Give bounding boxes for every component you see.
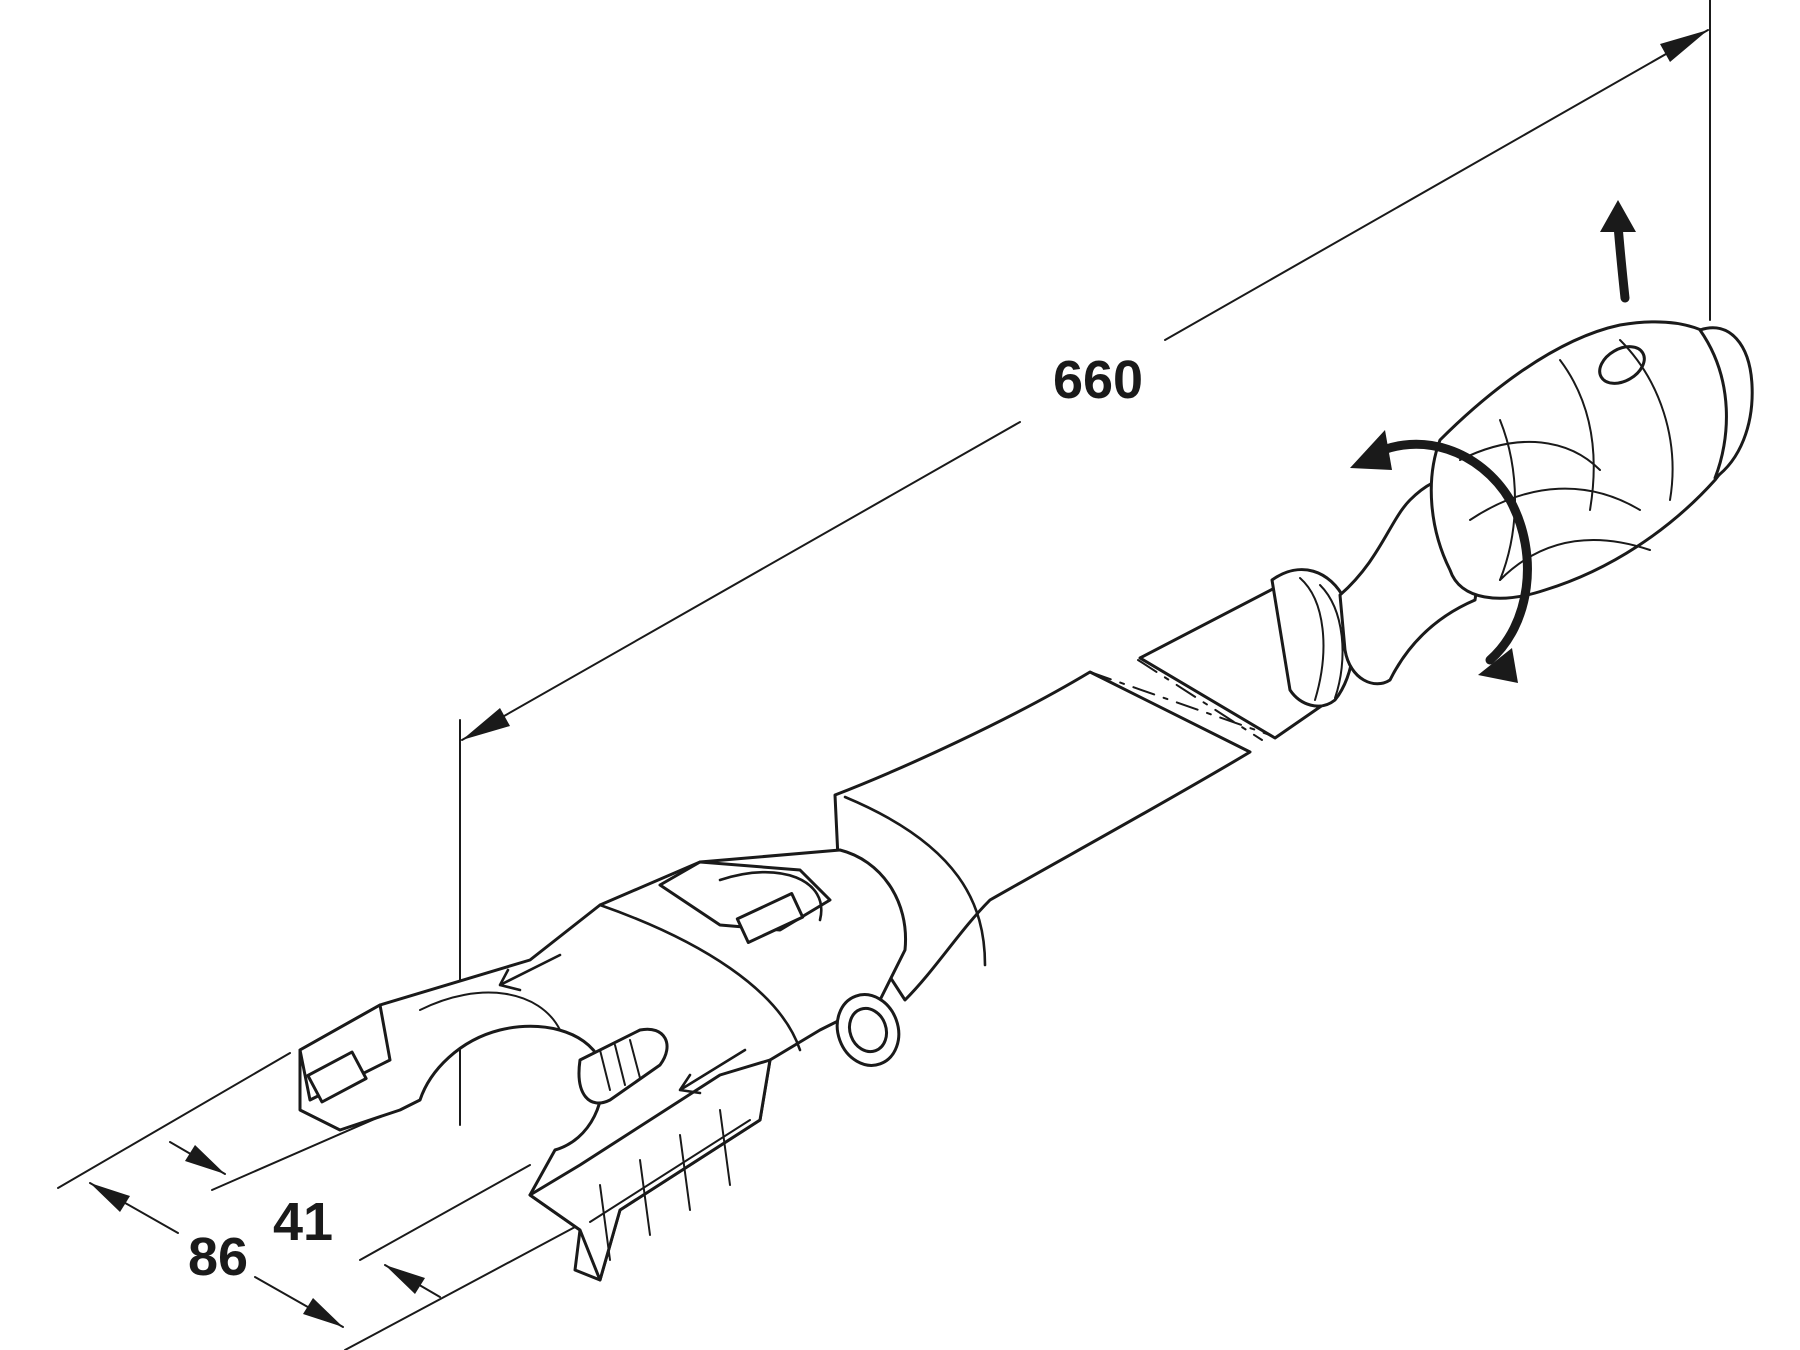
break-line-upper <box>1089 671 1271 736</box>
latch-button <box>735 892 805 944</box>
arrow-86-bottom-icon <box>303 1298 343 1327</box>
dimension-label-length: 660 <box>1053 350 1143 410</box>
grip-facet-2 <box>1469 487 1641 521</box>
grip-facet-5 <box>1619 339 1674 501</box>
dimension-label-outer-width: 86 <box>188 1227 248 1287</box>
grip-facet-4 <box>1559 359 1595 511</box>
extension-41-bottom <box>359 1164 531 1261</box>
tool <box>298 320 1754 1282</box>
jaw-arrow-left-icon <box>498 953 562 992</box>
arrow-86-top-icon <box>90 1183 130 1212</box>
handle-end-cap <box>1698 326 1754 480</box>
rotate-arrow-arc <box>1367 439 1532 665</box>
ferrule-ridge-2 <box>1319 584 1344 699</box>
jaw-inner-curve <box>419 991 561 1031</box>
dimension-length: 660 <box>459 0 1711 1126</box>
rotate-arrow-bottom-icon <box>1478 648 1518 683</box>
pivot-bolt-inner <box>847 1006 889 1054</box>
jaw-left-slot <box>306 1050 368 1104</box>
dimension-line-upper <box>1164 29 1709 341</box>
dimension-line-lower <box>461 421 1021 741</box>
arrow-41-top-icon <box>185 1145 225 1174</box>
jaw-arrow-right-icon <box>678 1048 747 1095</box>
grip-facet-1 <box>1459 440 1601 471</box>
rotate-arrow-top-icon <box>1350 430 1392 470</box>
arrow-right-icon <box>1660 30 1708 62</box>
arrow-41-bottom-icon <box>385 1265 425 1294</box>
ferrule-ridge-1 <box>1299 577 1325 701</box>
rib-grid <box>589 1109 751 1261</box>
grip-facet-3 <box>1499 539 1651 581</box>
latch-spring <box>718 870 823 922</box>
handle-grip <box>1429 320 1744 600</box>
shaft-collar <box>843 795 987 967</box>
jaw-right-tine <box>528 1058 772 1282</box>
socket-teeth <box>599 1039 641 1091</box>
pull-up-arrow-shaft <box>1613 220 1630 303</box>
extension-86-bottom <box>344 1226 576 1350</box>
arrow-left-icon <box>462 708 510 740</box>
jaw-top-edge <box>598 903 802 1052</box>
shaft-front <box>833 670 1252 1002</box>
motion-arrows <box>1350 200 1636 683</box>
pull-up-arrow-icon <box>1600 200 1636 232</box>
extension-86-top <box>57 1052 291 1189</box>
dimension-label-inner-width: 41 <box>273 1192 333 1252</box>
socket-insert <box>577 1027 669 1105</box>
